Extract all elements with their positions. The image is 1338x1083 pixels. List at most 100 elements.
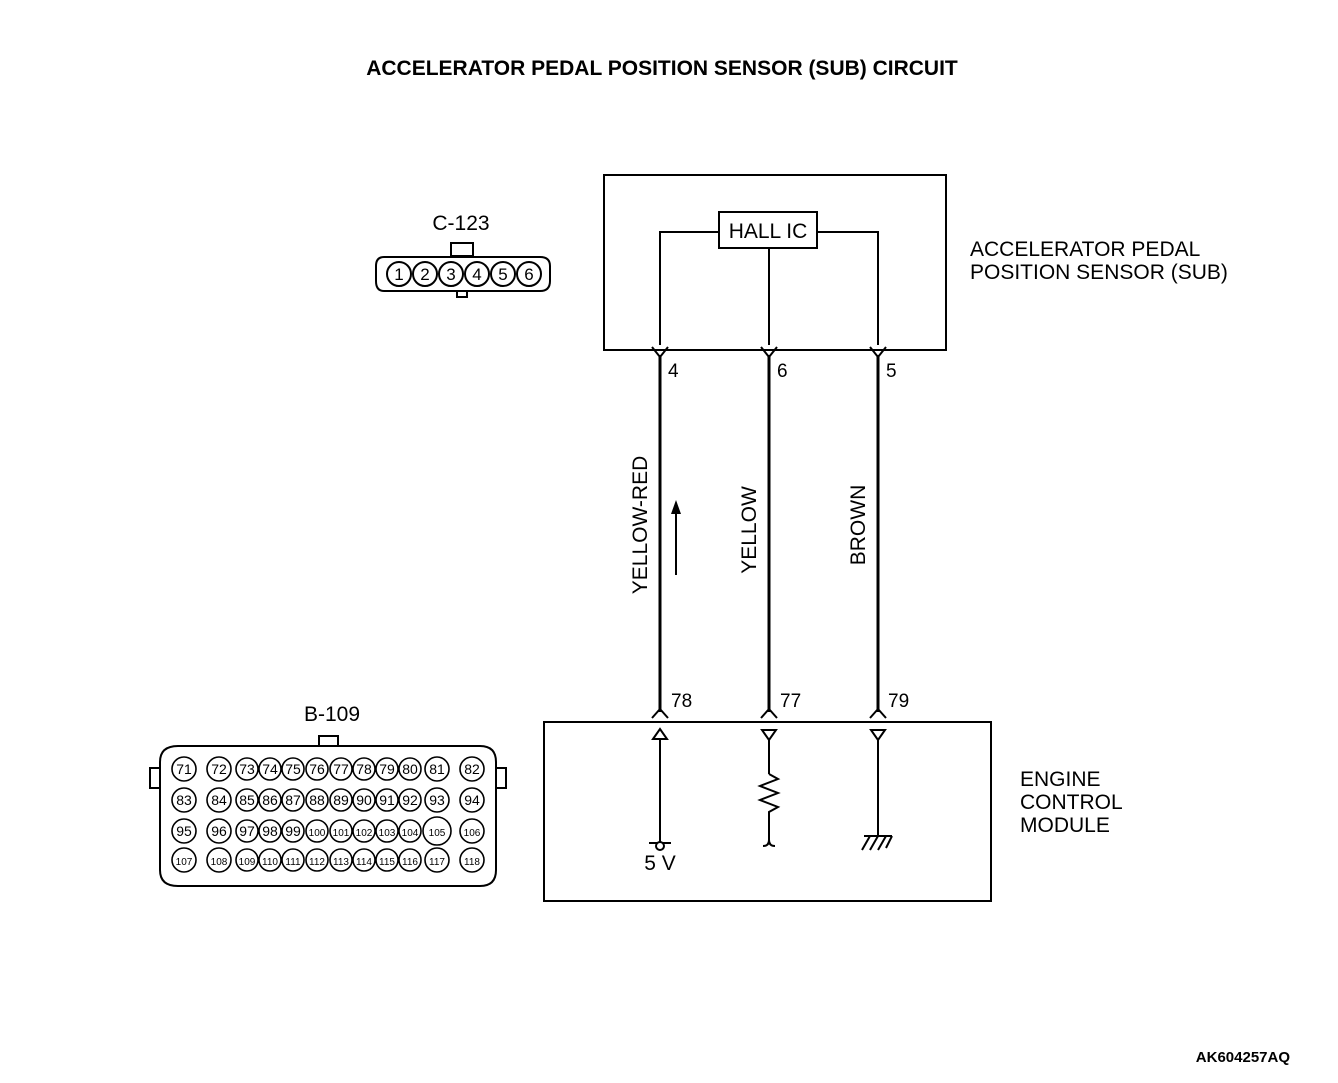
connector-b-pin-circle (281, 757, 305, 781)
connector-b-pin: 91 (379, 792, 395, 808)
connector-b-pin: 100 (309, 828, 326, 839)
connector-b-pin-circle (424, 787, 450, 813)
connector-b-pin-circle (281, 788, 305, 812)
connector-b-pin-circle (235, 788, 259, 812)
connector-c-pin: 4 (472, 265, 481, 284)
connector-b-pin: 112 (309, 857, 325, 868)
connector-b-pin-circle (352, 819, 376, 843)
connector-b-pin: 107 (176, 857, 193, 868)
ecm-label-line3: MODULE (1020, 814, 1110, 837)
connector-b-pin: 72 (211, 761, 227, 777)
connector-b-pin: 79 (379, 761, 395, 777)
ecm-box (543, 721, 992, 902)
connector-b-pin: 109 (239, 857, 256, 868)
connector-b-side-tab-left (149, 767, 161, 789)
sensor-pin-5: 5 (886, 361, 897, 382)
connector-c-housing (375, 256, 551, 292)
connector-b-pin: 85 (239, 792, 255, 808)
connector-b-pin: 83 (176, 792, 192, 808)
connector-b-pin-circle (459, 756, 485, 782)
connector-c-pin: 1 (394, 265, 403, 284)
connector-b-pin: 78 (356, 761, 372, 777)
connector-b-pin-circle (258, 788, 282, 812)
connector-b-pin-circle (235, 819, 259, 843)
connector-b-pin-circle (305, 757, 329, 781)
connector-b-pin-circle (375, 757, 399, 781)
connector-b-pin-circle (305, 819, 329, 843)
ecm-pin-79-mark (869, 707, 887, 719)
connector-b-pin-circle (424, 756, 450, 782)
connector-b-pin: 105 (429, 828, 446, 839)
connector-b-pin-circle (375, 819, 399, 843)
connector-b-pin-circle (235, 757, 259, 781)
connector-b-pin-circle (459, 847, 485, 873)
connector-b-pin-circle (206, 818, 232, 844)
connector-c-pin-circle (464, 261, 490, 287)
connector-b-pin-circle (329, 788, 353, 812)
connector-b-side-tab-right (495, 767, 507, 789)
resistor-icon (757, 773, 781, 832)
connector-b-pin-circle (206, 756, 232, 782)
connector-b-pin: 75 (285, 761, 301, 777)
connector-b-pin-circle (171, 818, 197, 844)
connector-b-pin-circle (424, 847, 450, 873)
ecm-input-triangle-79 (869, 729, 887, 742)
connector-c-pin-circle (516, 261, 542, 287)
ecm-input-triangle-77 (760, 729, 778, 742)
ecm-pin-77: 77 (780, 691, 801, 712)
sensor-label-line2: POSITION SENSOR (SUB) (970, 261, 1228, 284)
connector-b-pin: 89 (333, 792, 349, 808)
connector-b-pin: 73 (239, 761, 255, 777)
connector-b-pin-circle (352, 848, 376, 872)
connector-b-pin: 115 (379, 857, 395, 868)
connector-b-pin-circle (235, 848, 259, 872)
connector-c-pin-circle (386, 261, 412, 287)
connector-b-pin-circle (281, 848, 305, 872)
ecm-supply-terminal (655, 841, 665, 851)
ecm-output-triangle (651, 727, 669, 740)
connector-b-pin: 101 (333, 828, 350, 839)
ecm-supply-voltage: 5 V (644, 852, 676, 875)
connector-b-pin-circle (352, 757, 376, 781)
connector-b-pin-circle (352, 788, 376, 812)
connector-b-name: B-109 (304, 703, 360, 726)
connector-b-pin-circle (329, 757, 353, 781)
connector-b-pin-circle (398, 788, 422, 812)
ecm-pin-79: 79 (888, 691, 909, 712)
connector-b-pin: 87 (285, 792, 301, 808)
connector-b-pin-circle (206, 847, 232, 873)
connector-c-name: C-123 (432, 212, 489, 235)
connector-b-pin-circle (398, 848, 422, 872)
connector-b-pin-circle (375, 848, 399, 872)
connector-b-pin: 93 (429, 792, 445, 808)
connector-b-pin-circle (305, 848, 329, 872)
connector-b-pin: 81 (429, 761, 445, 777)
connector-b-housing (159, 745, 497, 887)
connector-b-pin: 92 (402, 792, 418, 808)
connector-b-pin: 95 (176, 823, 192, 839)
connector-b-pin-circle (171, 847, 197, 873)
ecm-pin-77-mark (760, 707, 778, 719)
connector-c-pin: 6 (524, 265, 533, 284)
ecm-internal-connection-icon (762, 832, 776, 847)
connector-b-pin: 96 (211, 823, 227, 839)
connector-b-pin: 74 (262, 761, 278, 777)
connector-b-pin-circle (171, 787, 197, 813)
connector-b-pin-circle (329, 819, 353, 843)
connector-b-pin-circle (171, 756, 197, 782)
connector-b-pin: 90 (356, 792, 372, 808)
connector-b-pin: 111 (285, 857, 301, 868)
connector-b-pin-circle (329, 848, 353, 872)
connector-b-pin: 113 (333, 857, 349, 868)
connector-b-pin-circle (281, 819, 305, 843)
connector-b-pin: 76 (309, 761, 325, 777)
connector-b-pin-circle (422, 816, 452, 846)
figure-code: AK604257AQ (1196, 1049, 1291, 1066)
wire-color-yellow: YELLOW (738, 486, 761, 574)
connector-b-pin-circle (459, 787, 485, 813)
sensor-pin-6: 6 (777, 361, 788, 382)
connector-c-pin-circle (438, 261, 464, 287)
connector-b-pin-circle (305, 788, 329, 812)
